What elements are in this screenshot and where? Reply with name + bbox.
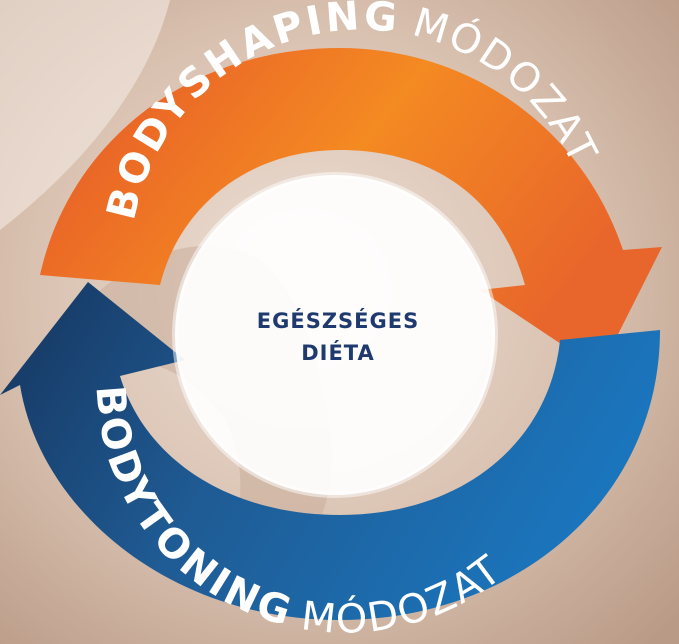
center-circle	[175, 175, 495, 495]
bodyshaping-arrow	[40, 48, 662, 370]
bodytoning-arrow	[0, 282, 660, 620]
photo-shadow	[0, 0, 170, 230]
center-circle-shade	[172, 172, 498, 498]
center-label-line2: DIÉTA	[301, 340, 375, 365]
center-label-line1: EGÉSZSÉGES	[257, 308, 419, 333]
